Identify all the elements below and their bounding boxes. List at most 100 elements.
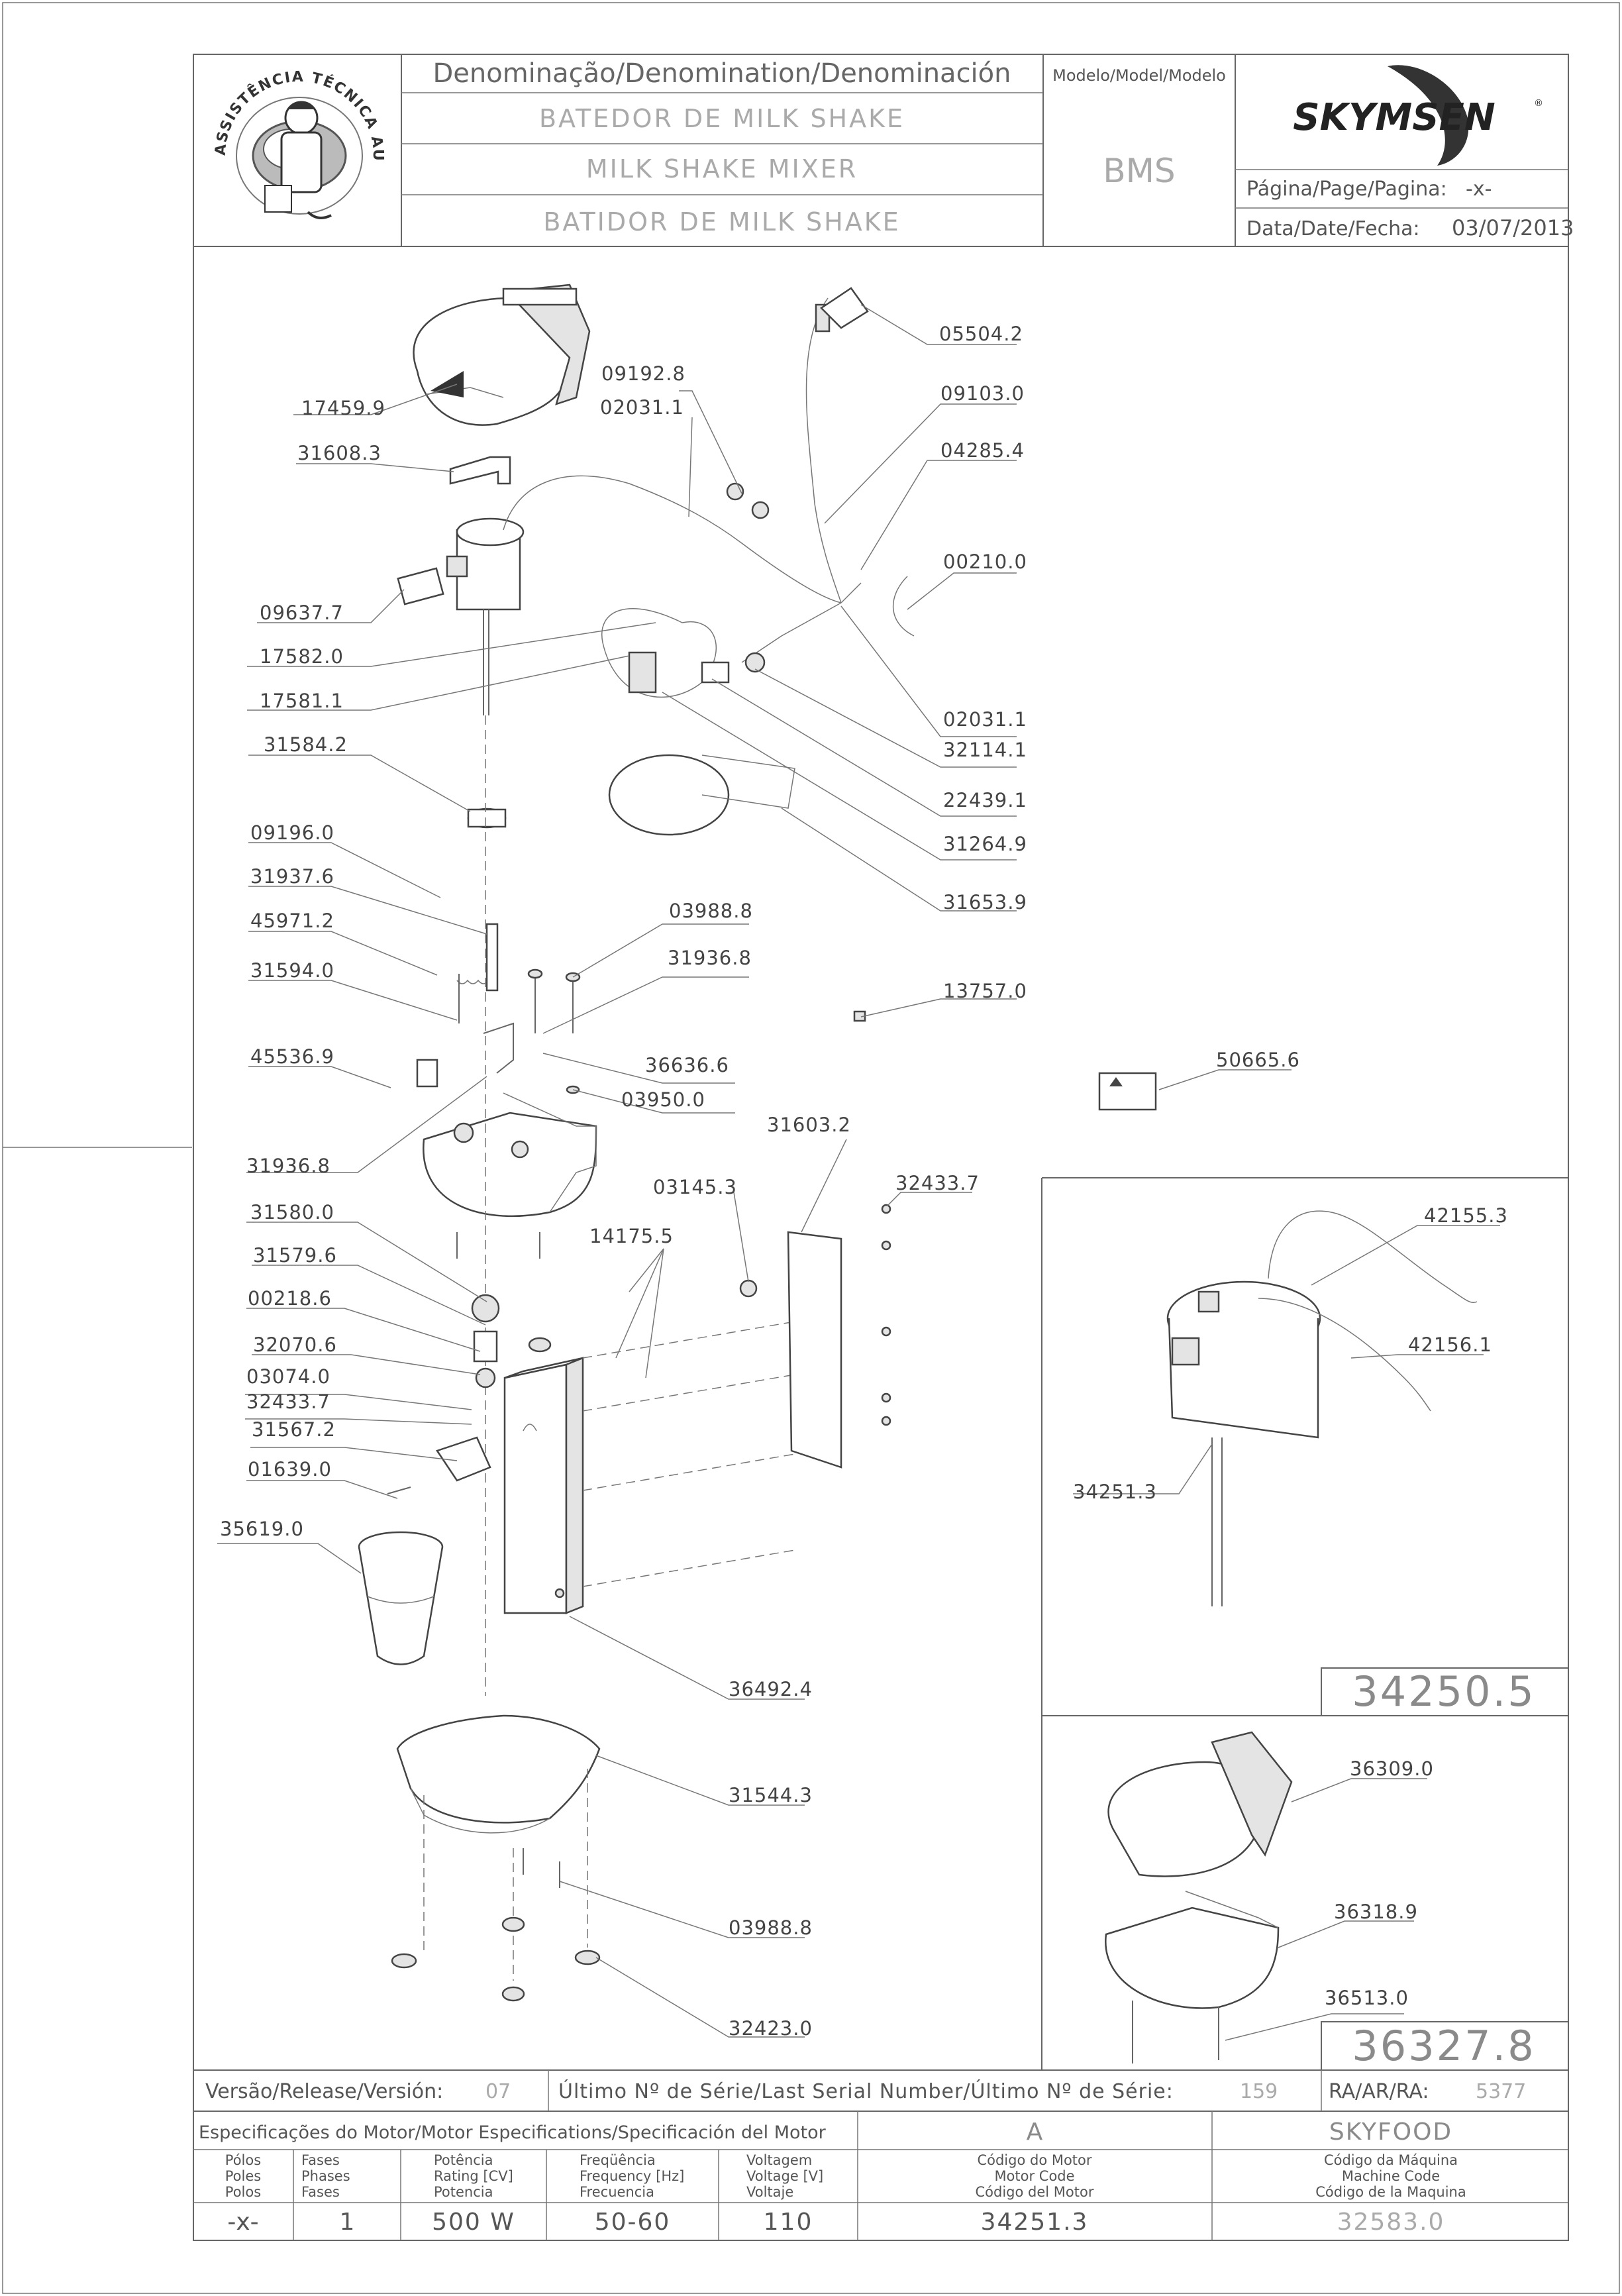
part-label-09192-8: 09192.8: [601, 362, 685, 385]
inset-motor-drawing: [1166, 1210, 1478, 1606]
mascot-body: [280, 131, 323, 193]
part-label-36636-6: 36636.6: [645, 1054, 729, 1076]
svg-text:Código do Motor: Código do Motor: [977, 2152, 1091, 2168]
ring-plate-part: [608, 754, 795, 836]
part-label-00210-0: 00210.0: [943, 550, 1027, 573]
col-header-poles: Pólos Poles Polos: [225, 2152, 261, 2200]
col-header-voltage: Voltagem Voltage [V] Voltaje: [746, 2152, 823, 2200]
part-label-32114-1: 32114.1: [943, 739, 1027, 761]
svg-text:Freqüência: Freqüência: [580, 2152, 656, 2168]
page-value: -x-: [1466, 178, 1492, 201]
part-label-42155-3: 42155.3: [1424, 1204, 1508, 1227]
part-label-31580-0: 31580.0: [250, 1201, 334, 1224]
part-label-50665-6: 50665.6: [1216, 1049, 1300, 1071]
serial-value: 159: [1240, 2080, 1278, 2103]
svg-text:®: ®: [1534, 98, 1543, 109]
part-label-22439-1: 22439.1: [943, 789, 1027, 811]
part-label-45971-2: 45971.2: [250, 910, 334, 932]
svg-text:Machine Code: Machine Code: [1342, 2168, 1440, 2184]
part-label-14175-5: 14175.5: [589, 1225, 674, 1247]
cup-part: [358, 1531, 444, 1665]
footer-table: Versão/Release/Versión: 07 Último Nº de …: [193, 2069, 1568, 2240]
inset-boxes: 34250.5 36327.8: [1041, 1177, 1568, 2070]
part-label-13757-0: 13757.0: [943, 980, 1027, 1002]
value-poles: -x-: [227, 2209, 258, 2236]
part-label-05504-2: 05504.2: [939, 323, 1023, 345]
svg-text:Poles: Poles: [225, 2168, 261, 2184]
denomination-label: Denominação/Denomination/Denominación: [432, 58, 1011, 89]
part-label-17582-0: 17582.0: [260, 645, 344, 668]
svg-text:Código da Máquina: Código da Máquina: [1324, 2152, 1458, 2168]
head-base-part: [423, 1092, 597, 1217]
model-label: Modelo/Model/Modelo: [1052, 66, 1226, 85]
part-label-17459-9: 17459.9: [301, 397, 385, 419]
part-label-31579-6: 31579.6: [253, 1244, 337, 1267]
part-label-34251-3: 34251.3: [1073, 1481, 1157, 1503]
svg-text:Pólos: Pólos: [225, 2152, 261, 2168]
guide-parts: [387, 1232, 552, 1494]
part-label-45536-9: 45536.9: [250, 1045, 334, 1068]
part-label-31653-9: 31653.9: [943, 891, 1027, 913]
date-value: 03/07/2013: [1452, 215, 1574, 240]
svg-text:Frequency [Hz]: Frequency [Hz]: [580, 2168, 684, 2184]
motor-variant: A: [1027, 2118, 1043, 2146]
motor-assembly-code: 34250.5: [1352, 1667, 1535, 1716]
part-label-31603-2: 31603.2: [767, 1114, 851, 1136]
title-en: MILK SHAKE MIXER: [586, 154, 858, 183]
value-machine-code: 32583.0: [1337, 2209, 1445, 2236]
part-label-42156-1: 42156.1: [1408, 1333, 1492, 1356]
svg-text:Fases: Fases: [301, 2184, 340, 2200]
value-power: 500 W: [432, 2209, 515, 2236]
part-label-03950-0: 03950.0: [621, 1088, 705, 1111]
svg-text:Polos: Polos: [225, 2184, 261, 2200]
svg-text:Rating [CV]: Rating [CV]: [434, 2168, 513, 2184]
ra-label: RA/AR/RA:: [1329, 2080, 1429, 2103]
ra-value: 5377: [1476, 2080, 1526, 2103]
part-label-09196-0: 09196.0: [250, 821, 334, 844]
part-label-31567-2: 31567.2: [252, 1418, 336, 1441]
svg-text:Potencia: Potencia: [434, 2184, 493, 2200]
part-label-02031-1-top: 02031.1: [600, 396, 684, 419]
wire-harness-part: [503, 287, 915, 684]
svg-text:Voltaje: Voltaje: [746, 2184, 793, 2200]
part-label-03145-3: 03145.3: [653, 1176, 737, 1198]
part-label-36309-0: 36309.0: [1350, 1757, 1434, 1780]
part-label-03988-8-bottom: 03988.8: [729, 1916, 813, 1939]
part-label-09637-7: 09637.7: [260, 601, 344, 624]
part-label-31544-3: 31544.3: [729, 1784, 813, 1806]
part-label-31936-8-lower: 31936.8: [246, 1155, 330, 1177]
svg-text:Phases: Phases: [301, 2168, 350, 2184]
part-label-32070-6: 32070.6: [253, 1333, 337, 1356]
motor-spec-label: Especificações do Motor/Motor Especifica…: [199, 2122, 827, 2143]
switch-cover-part: [601, 607, 717, 698]
part-label-35619-0: 35619.0: [220, 1518, 304, 1540]
top-cover-part: [413, 284, 591, 426]
label-sticker-part: [1098, 1072, 1157, 1111]
part-labels: 17459.9 31608.3 09637.7 17582.0 17581.1 …: [220, 323, 1508, 2040]
part-label-36513-0: 36513.0: [1325, 1987, 1409, 2009]
part-label-00218-6: 00218.6: [248, 1287, 332, 1310]
part-label-36318-9: 36318.9: [1334, 1901, 1418, 1923]
value-voltage: 110: [764, 2209, 813, 2236]
part-label-31937-6: 31937.6: [250, 865, 334, 888]
part-label-31264-9: 31264.9: [943, 833, 1027, 855]
value-frequency: 50-60: [595, 2209, 671, 2236]
serial-label: Último Nº de Série/Last Serial Number/Úl…: [558, 2079, 1174, 2103]
head-assembly-code: 36327.8: [1352, 2022, 1535, 2070]
manufacturer-name: SKYFOOD: [1329, 2118, 1452, 2146]
svg-text:Fases: Fases: [301, 2152, 340, 2168]
svg-text:Código del Motor: Código del Motor: [976, 2184, 1094, 2200]
part-label-04285-4: 04285.4: [940, 439, 1025, 462]
column-part: [503, 1321, 795, 1614]
part-label-31936-8-upper: 31936.8: [668, 947, 752, 969]
model-value: BMS: [1103, 152, 1175, 190]
title-es: BATIDOR DE MILK SHAKE: [543, 207, 900, 236]
col-header-power: Potência Rating [CV] Potencia: [434, 2152, 513, 2200]
switch-part: [628, 651, 657, 694]
motor-part: [446, 517, 525, 715]
exploded-drawing: [358, 284, 1157, 2002]
coupling-part: [467, 808, 507, 829]
page-label: Página/Page/Pagina:: [1246, 178, 1447, 201]
